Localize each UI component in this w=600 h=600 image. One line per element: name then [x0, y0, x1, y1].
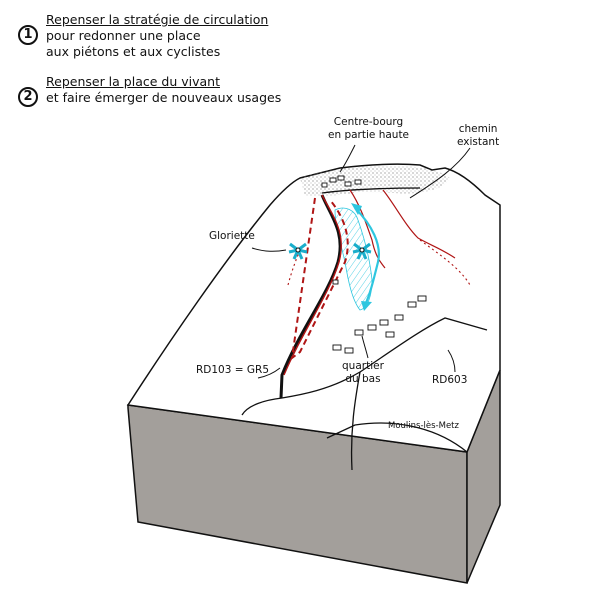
legend-line: et faire émerger de nouveaux usages	[46, 90, 282, 105]
legend-number-1: 1	[18, 25, 38, 45]
cyan-arrow-head	[351, 203, 362, 215]
legend-number-2: 2	[18, 87, 38, 107]
chemin-pointer	[409, 147, 471, 199]
cyan-flow-arrow	[354, 207, 380, 306]
house-icon	[344, 347, 354, 354]
rd603-label: RD603	[432, 374, 468, 386]
legend-heading-1: Repenser la stratégie de circulation	[46, 12, 269, 27]
house-icon	[354, 329, 364, 336]
rd603-pointer	[447, 349, 456, 373]
red-chemin-existant	[349, 189, 386, 269]
legend-line: pour redonner une place	[46, 28, 201, 43]
legend-heading-2: Repenser la place du vivant	[46, 74, 220, 89]
house-icon	[417, 295, 427, 302]
house-icon	[385, 331, 395, 338]
house-icon	[332, 344, 342, 351]
road-south	[350, 371, 361, 471]
house-icon	[367, 324, 377, 331]
house-icon	[407, 301, 417, 308]
gloriette-icon	[352, 242, 372, 260]
chemin-existant-label: chemin existant	[457, 123, 500, 148]
vivant-hatched-zone	[334, 207, 373, 311]
quartier-pointer	[361, 335, 369, 359]
red-pedestrian-path	[283, 194, 342, 376]
commune-label: Moulins-lès-Metz	[388, 421, 459, 431]
road-lower	[281, 317, 488, 399]
house-icon	[394, 314, 404, 321]
gloriette-icon	[288, 242, 308, 260]
house-icon	[332, 279, 339, 285]
red-dotted-west	[287, 249, 301, 286]
house-icon	[329, 177, 337, 183]
terrain-top-surface	[126, 163, 501, 453]
road-rd603	[326, 422, 468, 453]
quartier-du-bas-label: quartier du bas	[342, 360, 384, 385]
legend-line: aux piétons et aux cyclistes	[46, 44, 221, 59]
red-dashed-lane	[290, 197, 349, 361]
house-icon	[379, 319, 389, 326]
gloriette-label: Gloriette	[209, 230, 255, 242]
rd103-label: RD103 = GR5	[196, 364, 270, 376]
gloriette-pointer	[251, 247, 287, 252]
road-village	[321, 187, 421, 194]
house-icon	[321, 182, 328, 188]
house-icon	[337, 175, 345, 181]
houses	[321, 175, 427, 354]
centre-bourg-label: Centre-bourg en partie haute	[328, 116, 410, 141]
centre-bourg-pointer	[339, 144, 356, 173]
house-icon	[344, 181, 352, 187]
legend-item-1: 1 Repenser la stratégie de circulation p…	[18, 12, 358, 60]
legend: 1 Repenser la stratégie de circulation p…	[18, 12, 358, 120]
house-icon	[354, 179, 362, 185]
red-chemin-branch	[382, 189, 456, 259]
cyan-arrow-head	[361, 301, 372, 311]
red-dotted-path	[419, 239, 471, 286]
rd103-pointer	[257, 367, 281, 379]
legend-item-2: 2 Repenser la place du vivant et faire é…	[18, 74, 358, 107]
road-west	[241, 397, 283, 416]
